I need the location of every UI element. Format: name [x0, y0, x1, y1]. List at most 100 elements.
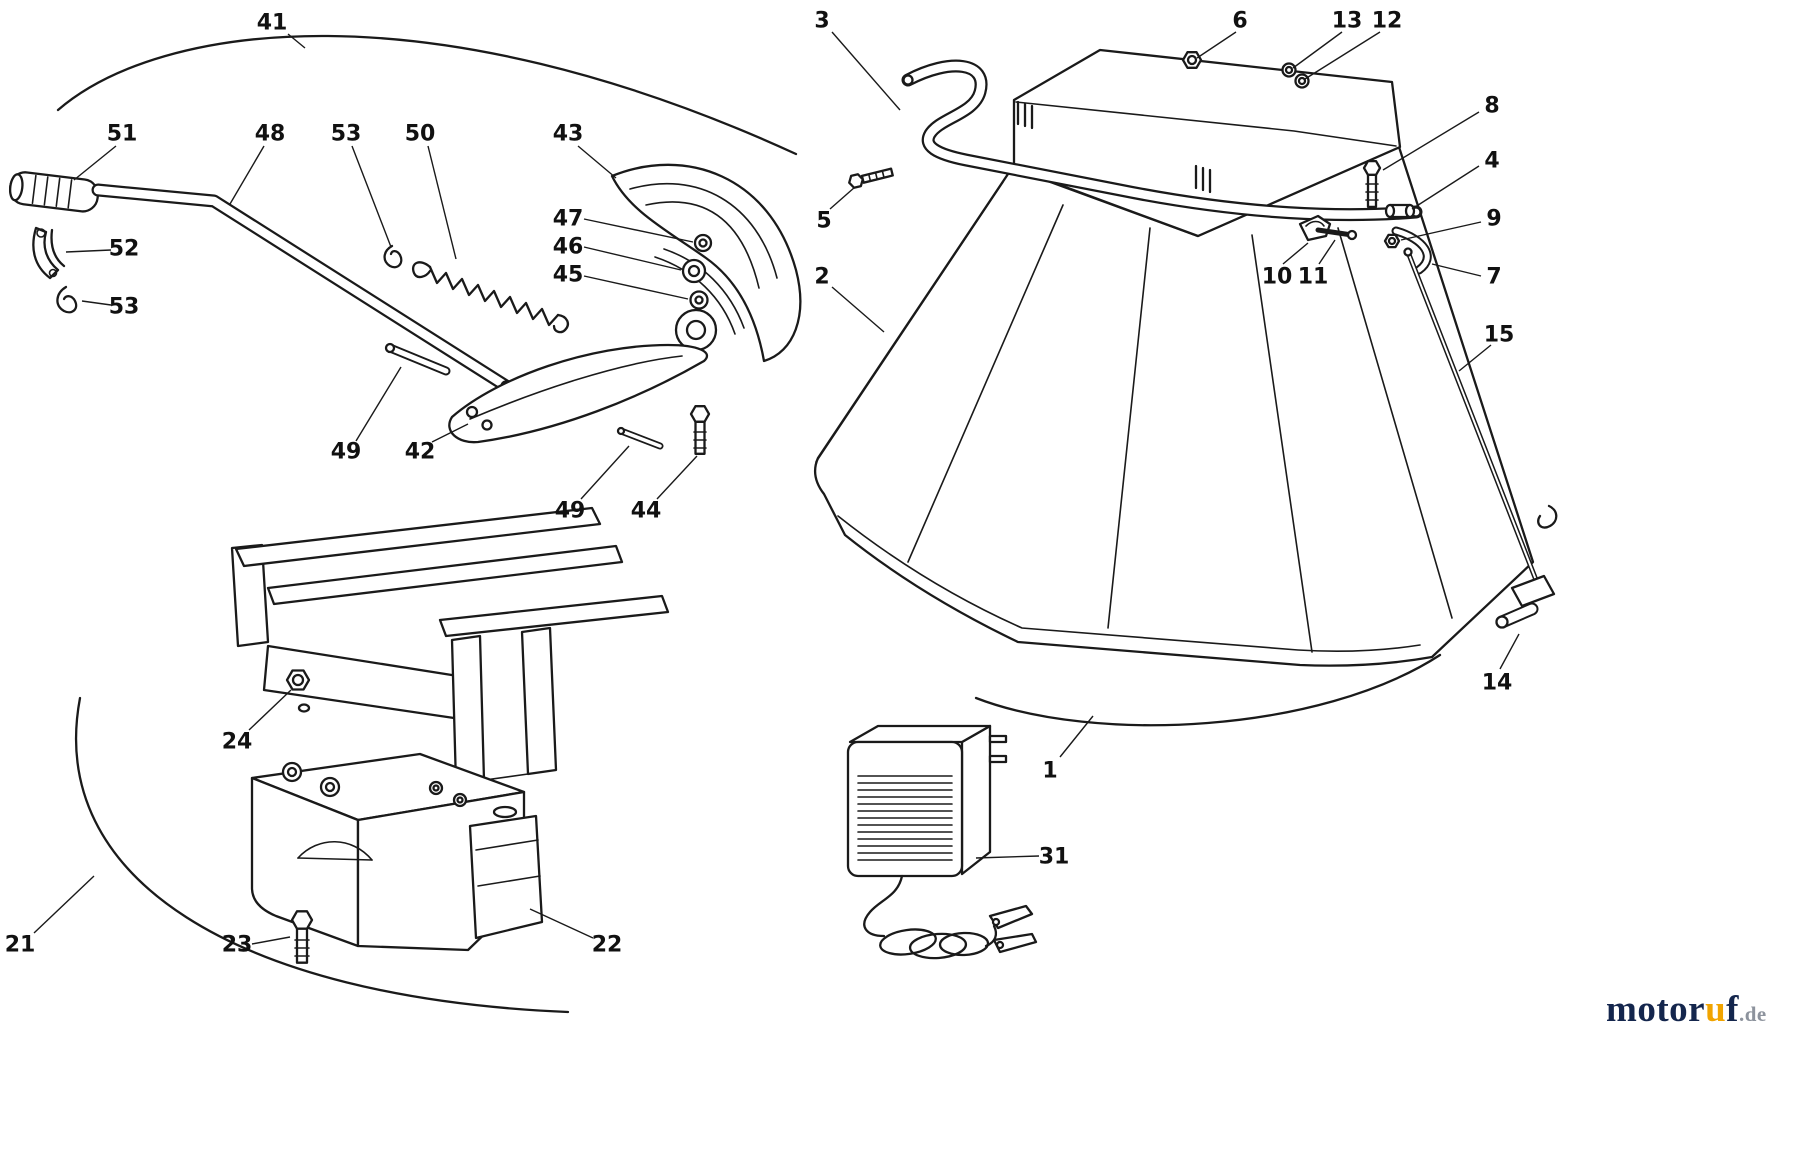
- rod-15: [1403, 247, 1539, 583]
- reference-arc-1: [974, 653, 1442, 727]
- washer-12: [1294, 73, 1310, 89]
- spacer-4: [1384, 203, 1416, 219]
- part-label-24: 24: [222, 730, 253, 755]
- leader-line-13: [1292, 31, 1343, 69]
- washer-45: [689, 290, 709, 310]
- leader-line-52: [65, 249, 112, 253]
- leader-line-31: [975, 855, 1040, 859]
- part-label-53: 53: [109, 295, 140, 320]
- bolt-44: [689, 405, 711, 455]
- leader-line-53: [81, 300, 112, 306]
- nut-24: [285, 669, 311, 691]
- leader-line-24: [248, 689, 292, 731]
- hook-53-left: [56, 285, 78, 314]
- leader-line-2: [831, 286, 885, 333]
- leader-line-21: [33, 875, 95, 934]
- leader-line-45: [583, 275, 689, 300]
- hook-7: [1391, 226, 1432, 275]
- leader-line-6: [1196, 31, 1237, 59]
- leader-line-51: [73, 145, 117, 181]
- leader-line-46: [583, 246, 682, 271]
- logo-text-main-2: f: [1726, 989, 1739, 1030]
- lever-52: [32, 226, 66, 280]
- leader-line-3: [831, 31, 901, 111]
- part-label-31: 31: [1039, 845, 1070, 870]
- handlebar-tube-48: [91, 183, 513, 393]
- s-hook-15: [1537, 504, 1558, 529]
- part-label-46: 46: [553, 235, 584, 260]
- logo-text-main: motor: [1606, 989, 1706, 1030]
- leader-line-10: [1282, 242, 1309, 265]
- part-label-5: 5: [816, 209, 831, 234]
- bolt-23: [290, 910, 314, 964]
- part-label-43: 43: [553, 122, 584, 147]
- nut-9: [1383, 233, 1401, 249]
- leader-line-23: [251, 936, 291, 945]
- bolt-5: [848, 167, 894, 189]
- leader-line-53: [351, 145, 392, 248]
- washer-13: [1281, 62, 1297, 78]
- reference-arc-21: [74, 696, 570, 1014]
- part-label-50: 50: [405, 122, 436, 147]
- hook-53-top: [383, 244, 403, 269]
- pin-14: [1495, 574, 1556, 629]
- part-label-6: 6: [1232, 9, 1247, 34]
- reference-arc-41: [56, 34, 798, 156]
- part-label-49: 49: [555, 499, 586, 524]
- battery-22: [250, 752, 544, 952]
- leader-line-7: [1431, 263, 1482, 277]
- part-label-47: 47: [553, 207, 584, 232]
- handle-grip-51: [8, 171, 100, 213]
- part-label-53: 53: [331, 122, 362, 147]
- lower-plate-42: [448, 343, 708, 444]
- part-label-52: 52: [109, 237, 140, 262]
- leader-line-4: [1411, 165, 1480, 210]
- part-label-10: 10: [1262, 265, 1293, 290]
- leader-line-1: [1059, 715, 1094, 758]
- motoruf-logo[interactable]: motoruf.de: [1606, 988, 1767, 1031]
- logo-text-suffix: .de: [1738, 1002, 1767, 1026]
- chassis-frame: [230, 506, 670, 786]
- part-label-1: 1: [1042, 759, 1057, 784]
- part-label-9: 9: [1486, 207, 1501, 232]
- leader-line-11: [1318, 239, 1336, 265]
- leader-line-49: [355, 366, 402, 442]
- leader-line-48: [229, 145, 265, 205]
- leader-line-8: [1382, 111, 1480, 171]
- leader-line-42: [431, 423, 469, 443]
- nut-47: [693, 233, 713, 253]
- grass-bag-body-2: [813, 145, 1535, 667]
- leader-line-12: [1304, 31, 1381, 80]
- battery-charger-31: [846, 724, 1038, 960]
- leader-line-44: [656, 455, 698, 500]
- part-label-8: 8: [1484, 94, 1499, 119]
- leader-line-47: [583, 218, 694, 243]
- part-label-21: 21: [5, 933, 36, 958]
- part-label-14: 14: [1482, 671, 1513, 696]
- leader-line-14: [1499, 633, 1520, 670]
- part-label-3: 3: [814, 9, 829, 34]
- part-label-45: 45: [553, 263, 584, 288]
- rod-49: [384, 342, 451, 376]
- clamp-10-11: [1298, 214, 1358, 242]
- part-label-49: 49: [331, 440, 362, 465]
- part-label-41: 41: [257, 11, 288, 36]
- pin-49: [616, 426, 664, 450]
- leader-line-43: [577, 145, 617, 179]
- part-label-48: 48: [255, 122, 286, 147]
- spring-50: [411, 261, 569, 334]
- part-label-13: 13: [1332, 9, 1363, 34]
- leader-line-49: [580, 445, 630, 500]
- part-label-7: 7: [1486, 265, 1501, 290]
- leader-line-5: [829, 186, 856, 210]
- leader-line-22: [529, 908, 594, 939]
- leader-line-41: [287, 33, 306, 49]
- nut-6: [1181, 51, 1203, 69]
- leader-line-9: [1400, 221, 1482, 241]
- part-label-22: 22: [592, 933, 623, 958]
- bolt-8: [1362, 159, 1382, 209]
- part-label-11: 11: [1298, 265, 1329, 290]
- leader-line-50: [427, 145, 457, 260]
